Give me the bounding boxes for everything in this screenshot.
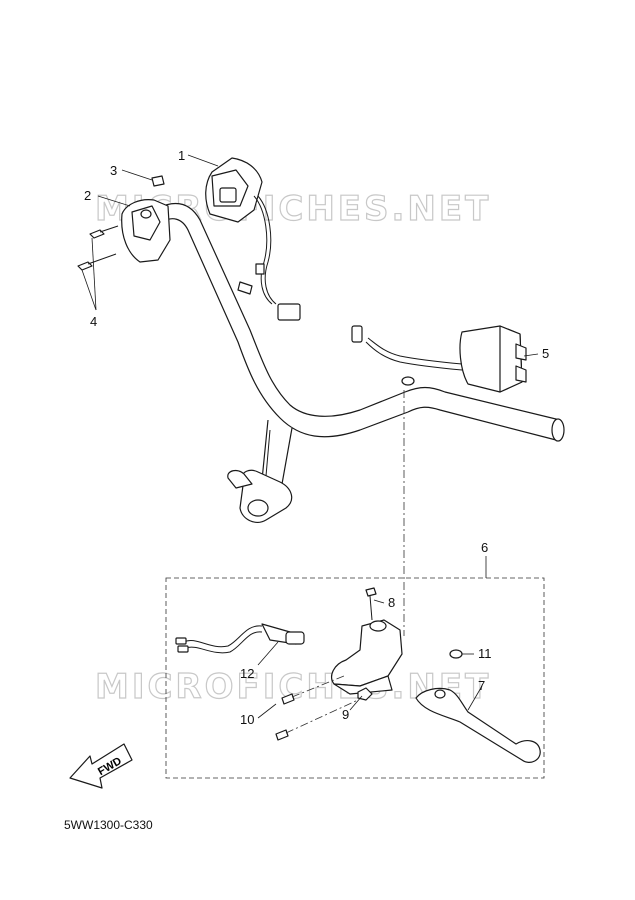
brake-lever-bracket xyxy=(331,619,403,695)
callout-1: 1 xyxy=(178,148,185,163)
callout-3: 3 xyxy=(110,163,117,178)
assembly-box xyxy=(165,577,545,779)
diagram-code: 5WW1300-C330 xyxy=(64,818,153,832)
callout-labels: 1 2 3 4 5 6 7 8 9 10 11 12 xyxy=(84,148,549,727)
callout-6: 6 xyxy=(481,540,488,555)
screw-part-3 xyxy=(151,175,165,187)
handlebar xyxy=(157,202,565,523)
callout-9: 9 xyxy=(342,707,349,722)
screws-part-4 xyxy=(77,225,119,271)
switch-housing-right xyxy=(205,157,301,321)
clip-part-11 xyxy=(449,649,463,659)
switch-housing-left xyxy=(121,199,171,263)
brake-lever xyxy=(415,687,541,763)
callout-4: 4 xyxy=(90,314,97,329)
stem-clamp xyxy=(227,469,293,523)
fwd-arrow: FWD xyxy=(69,743,133,789)
callout-7: 7 xyxy=(478,678,485,693)
callout-10: 10 xyxy=(240,712,254,727)
callout-11: 11 xyxy=(478,646,492,661)
bolt-part-8 xyxy=(365,587,377,621)
callout-12: 12 xyxy=(240,666,254,681)
switch-unit-left xyxy=(351,325,527,393)
leader-lines xyxy=(81,154,539,719)
callout-5: 5 xyxy=(542,346,549,361)
brake-switch xyxy=(175,623,305,654)
callout-8: 8 xyxy=(388,595,395,610)
screws-part-10 xyxy=(275,675,359,741)
callout-2: 2 xyxy=(84,188,91,203)
